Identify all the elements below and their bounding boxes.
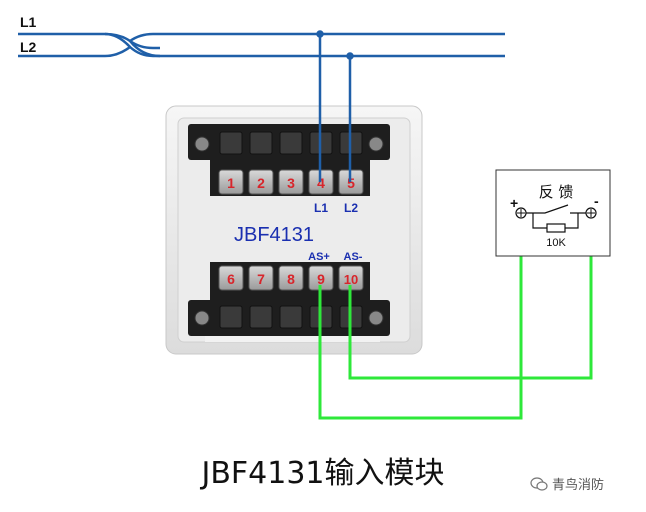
feedback-minus: - xyxy=(594,193,599,209)
terminal-number: 7 xyxy=(257,271,265,287)
module-model-label: JBF4131 xyxy=(234,224,314,246)
terminal-9: 9 xyxy=(308,265,334,291)
bus-lines: L1 L2 xyxy=(18,14,505,58)
resistor-lead xyxy=(532,213,579,229)
terminal-5-label: L2 xyxy=(344,201,358,215)
bottom-terminal-block xyxy=(188,300,390,336)
terminal-number: 2 xyxy=(257,175,265,191)
terminal-6: 6 xyxy=(218,265,244,291)
top-terminals: 1 2 3 4 5 L1 L2 xyxy=(218,169,364,215)
terminal-10: 10 xyxy=(338,265,364,291)
terminal-number: 10 xyxy=(344,272,358,287)
feedback-wires xyxy=(318,213,593,420)
terminal-number: 8 xyxy=(287,271,295,287)
l2-bus-wire-cross2 xyxy=(129,40,161,58)
feedback-contact-box: 反 馈 + - 10K xyxy=(495,169,611,257)
l2-bus-wire-cross xyxy=(104,32,131,48)
l2-line-label: L2 xyxy=(20,39,37,55)
terminal-8: 8 xyxy=(278,265,304,291)
terminal-number: 5 xyxy=(347,175,355,191)
l1-bus-wire-cont xyxy=(129,32,505,43)
diagram-caption: JBF4131输入模块 xyxy=(201,456,445,491)
terminal-1: 1 xyxy=(218,169,244,195)
terminal-number: 4 xyxy=(317,175,325,191)
terminal-number: 9 xyxy=(317,271,325,287)
bus-drop-wires xyxy=(316,30,354,182)
wechat-icon xyxy=(530,476,548,491)
feedback-title: 反 馈 xyxy=(539,183,574,201)
resistor-icon xyxy=(546,223,566,233)
as-minus-wire xyxy=(348,213,593,380)
terminal-2: 2 xyxy=(248,169,274,195)
as-plus-wire xyxy=(318,213,523,420)
terminal-number: 1 xyxy=(227,175,235,191)
terminal-10-label: AS- xyxy=(344,251,363,263)
l1-line-label: L1 xyxy=(20,14,37,30)
watermark: 青鸟消防 xyxy=(530,474,604,493)
resistor-value: 10K xyxy=(546,237,566,249)
terminal-9-label: AS+ xyxy=(308,251,330,263)
l2-bus-wire xyxy=(18,45,505,58)
watermark-text: 青鸟消防 xyxy=(552,478,605,493)
terminal-4-label: L1 xyxy=(314,201,328,215)
terminal-number: 6 xyxy=(227,271,235,287)
terminal-7: 7 xyxy=(248,265,274,291)
terminal-3: 3 xyxy=(278,169,304,195)
terminal-number: 3 xyxy=(287,175,295,191)
bottom-terminals: AS+ AS- 6 7 8 9 10 xyxy=(210,251,370,300)
feedback-plus: + xyxy=(510,195,518,211)
